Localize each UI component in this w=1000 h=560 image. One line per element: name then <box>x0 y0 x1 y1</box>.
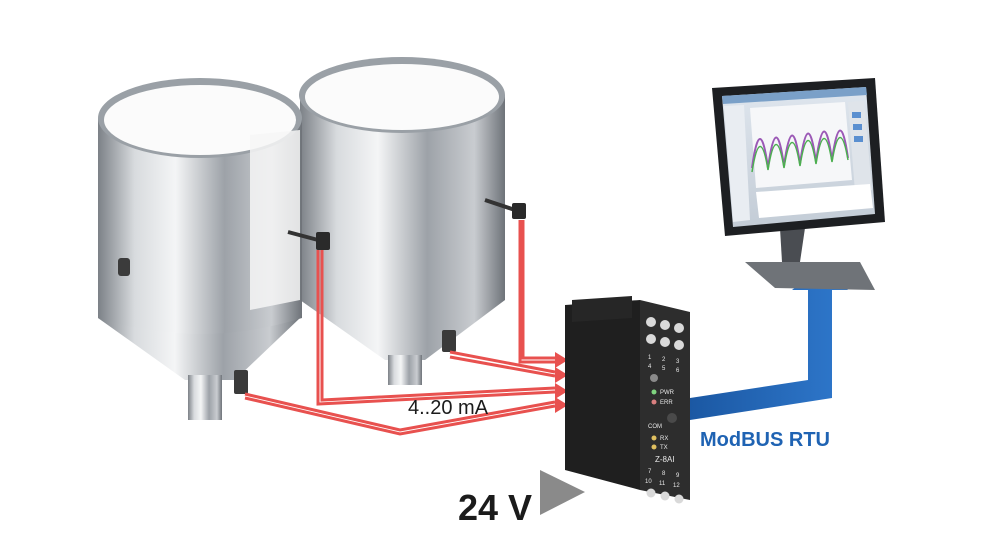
signal-wires <box>244 220 556 436</box>
outlet-sensor-right <box>442 330 456 352</box>
tank-right <box>299 57 526 385</box>
computer-monitor <box>712 78 885 290</box>
terminal-block-top <box>646 317 684 350</box>
tank-left-outlet <box>188 375 222 420</box>
svg-text:PWR: PWR <box>660 390 675 396</box>
level-sensor-right <box>512 203 526 219</box>
module-front <box>640 300 690 500</box>
svg-text:4: 4 <box>648 364 652 370</box>
power-label: 24 V <box>458 487 532 528</box>
screen-chart-area <box>750 102 852 188</box>
svg-text:8: 8 <box>662 471 666 477</box>
module-model-label: Z-8AI <box>655 455 675 464</box>
svg-text:12: 12 <box>673 483 680 489</box>
power-arrow-icon <box>540 470 585 515</box>
modbus-arrow-icon <box>690 268 848 420</box>
io-module: 1 2 3 4 5 6 PWR ERR COM RX TX Z-8AI 7 8 … <box>565 296 690 504</box>
terminal-numbers-bottom: 7 8 9 10 11 12 <box>645 469 680 489</box>
svg-text:7: 7 <box>648 469 652 475</box>
status-leds: PWR ERR COM RX TX <box>648 374 677 451</box>
svg-text:5: 5 <box>662 366 666 372</box>
svg-text:11: 11 <box>659 481 666 487</box>
tank-badge <box>118 258 130 276</box>
signal-label: 4..20 mA <box>408 397 489 419</box>
outlet-sensor-left <box>234 370 248 394</box>
svg-text:RX: RX <box>660 436 668 442</box>
level-sensor-left <box>316 232 330 250</box>
svg-text:ERR: ERR <box>660 400 673 406</box>
svg-text:6: 6 <box>676 368 680 374</box>
svg-text:COM: COM <box>648 424 662 430</box>
svg-text:10: 10 <box>645 479 652 485</box>
tank-left-liquid <box>104 85 296 155</box>
terminal-block-bottom <box>646 488 684 504</box>
bus-label: ModBUS RTU <box>700 429 830 451</box>
svg-text:9: 9 <box>676 473 680 479</box>
tank-right-outlet <box>388 355 422 385</box>
tank-left <box>98 78 330 420</box>
monitor-stand-base <box>745 262 875 290</box>
svg-text:TX: TX <box>660 445 668 451</box>
tank-left-cone <box>98 318 300 380</box>
screen-waveform-green <box>751 136 849 173</box>
svg-text:2: 2 <box>662 357 666 363</box>
tank-right-cone <box>300 300 505 360</box>
svg-text:1: 1 <box>648 355 652 361</box>
tank-right-body <box>300 95 505 315</box>
signal-arrowheads <box>555 352 568 413</box>
svg-text:3: 3 <box>676 359 680 365</box>
terminal-numbers-top: 1 2 3 4 5 6 <box>648 355 680 374</box>
tank-right-liquid <box>305 64 499 130</box>
